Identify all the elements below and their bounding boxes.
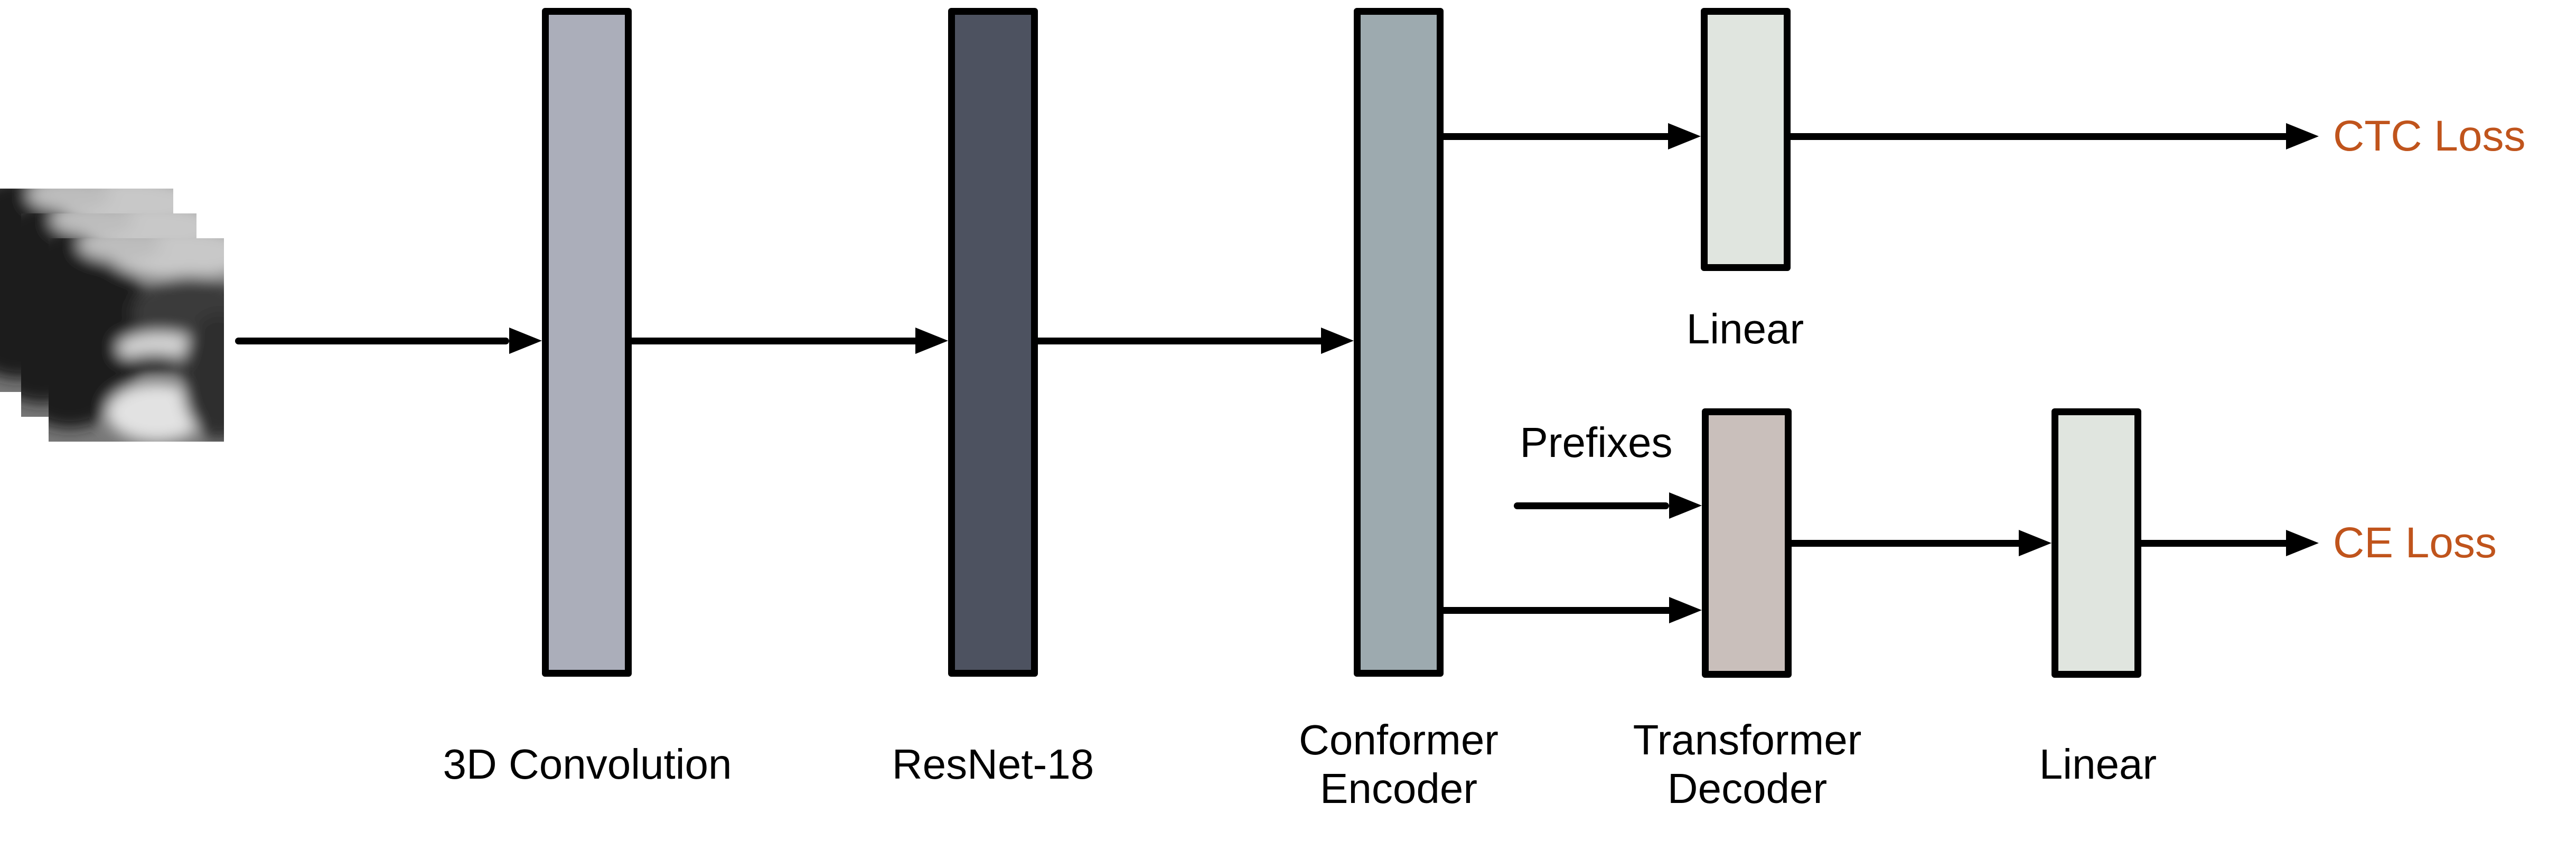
label-line: Conformer bbox=[1299, 716, 1498, 763]
arrow-head-icon bbox=[2286, 123, 2319, 149]
label-line: Encoder bbox=[1320, 765, 1477, 812]
arrow-line bbox=[1444, 133, 1668, 140]
label-line: Transformer bbox=[1633, 716, 1862, 763]
block-conformer-encoder bbox=[1354, 8, 1444, 677]
block-linear-ctc bbox=[1701, 8, 1791, 271]
label-3d-convolution: 3D Convolution bbox=[443, 741, 732, 788]
arrow-head-icon bbox=[509, 328, 542, 354]
arrow-line bbox=[1038, 338, 1321, 344]
arrow-line bbox=[632, 338, 915, 344]
arrow-line bbox=[1514, 502, 1669, 509]
arrow-head-icon bbox=[1669, 492, 1702, 519]
arrow-head-icon bbox=[1321, 328, 1354, 354]
label-linear-top: Linear bbox=[1686, 305, 1804, 352]
mouth-frame-image-front bbox=[49, 238, 224, 442]
block-linear-ce bbox=[2052, 408, 2141, 678]
arrow-line bbox=[1792, 540, 2019, 547]
label-ctc-loss: CTC Loss bbox=[2333, 112, 2526, 160]
arrow-head-icon bbox=[1669, 597, 1702, 623]
arrow-line bbox=[1791, 133, 2286, 140]
arrow-line bbox=[1444, 607, 1669, 614]
label-resnet-18: ResNet-18 bbox=[892, 741, 1094, 788]
arrow-head-icon bbox=[915, 328, 948, 354]
arrow-head-icon bbox=[2286, 530, 2319, 556]
arrow-line bbox=[2141, 540, 2286, 547]
label-linear-bottom: Linear bbox=[2039, 741, 2157, 788]
block-3d-convolution bbox=[542, 8, 632, 677]
block-resnet-18 bbox=[948, 8, 1038, 677]
arrow-head-icon bbox=[1668, 123, 1701, 149]
label-prefixes: Prefixes bbox=[1520, 419, 1673, 466]
arrow-line bbox=[235, 338, 509, 344]
label-ce-loss: CE Loss bbox=[2333, 519, 2497, 567]
block-transformer-decoder bbox=[1702, 408, 1792, 678]
arrow-head-icon bbox=[2019, 530, 2052, 556]
label-line: Decoder bbox=[1667, 765, 1828, 812]
